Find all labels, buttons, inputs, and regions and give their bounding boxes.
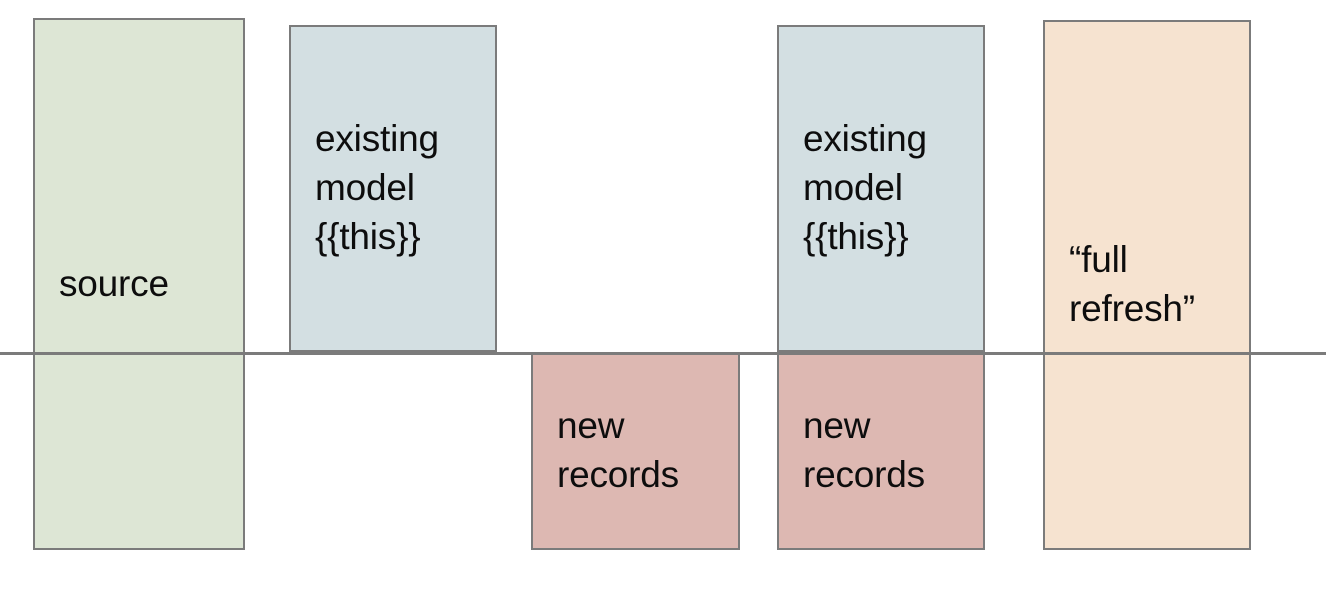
box-full-refresh[interactable]: “full refresh” bbox=[1043, 20, 1251, 550]
box-source[interactable]: source bbox=[33, 18, 245, 550]
box-source-label: source bbox=[59, 262, 169, 304]
box-new-records-2-label: new records bbox=[803, 405, 925, 495]
box-new-records-1-label: new records bbox=[557, 405, 679, 495]
box-existing-model-1[interactable]: existing model {{this}} bbox=[289, 25, 497, 352]
box-existing-model-1-label: existing model {{this}} bbox=[315, 118, 439, 257]
box-existing-model-2[interactable]: existing model {{this}} bbox=[777, 25, 985, 352]
box-full-refresh-label: “full refresh” bbox=[1069, 239, 1195, 329]
horizontal-divider-line bbox=[0, 352, 1326, 355]
box-existing-model-2-label: existing model {{this}} bbox=[803, 118, 927, 257]
box-new-records-2[interactable]: new records bbox=[777, 352, 985, 550]
box-new-records-1[interactable]: new records bbox=[531, 352, 740, 550]
